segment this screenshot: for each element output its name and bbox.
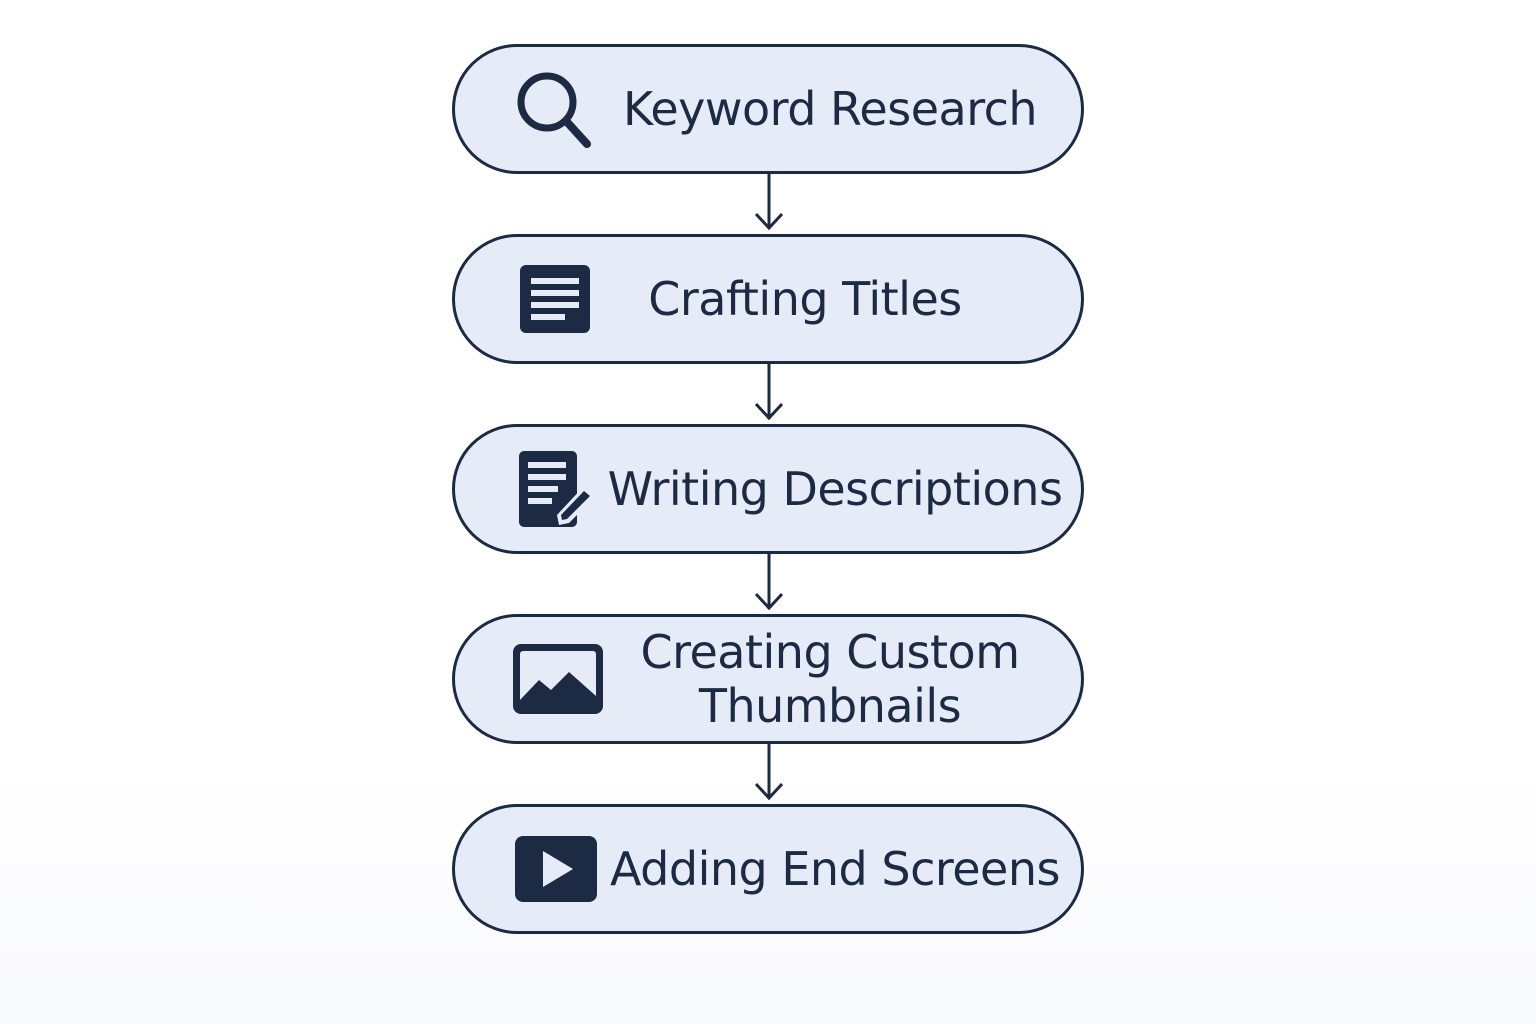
edit-document-icon: [519, 451, 595, 527]
arrow-down-icon: [754, 174, 784, 231]
step-label: Adding End Screens: [610, 842, 1060, 896]
step-creating-custom-thumbnails: Creating Custom Thumbnails: [452, 614, 1084, 744]
step-label: Writing Descriptions: [607, 462, 1063, 516]
image-icon: [513, 644, 603, 714]
step-writing-descriptions: Writing Descriptions: [452, 424, 1084, 554]
step-adding-end-screens: Adding End Screens: [452, 804, 1084, 934]
arrow-down-icon: [754, 364, 784, 421]
play-icon: [515, 836, 597, 902]
document-icon: [520, 265, 590, 333]
step-label: Creating Custom Thumbnails: [640, 625, 1020, 733]
search-icon: [517, 72, 591, 148]
step-crafting-titles: Crafting Titles: [452, 234, 1084, 364]
step-label: Keyword Research: [622, 82, 1038, 136]
arrow-down-icon: [754, 744, 784, 801]
step-label: Crafting Titles: [648, 272, 962, 326]
arrow-down-icon: [754, 554, 784, 611]
step-keyword-research: Keyword Research: [452, 44, 1084, 174]
